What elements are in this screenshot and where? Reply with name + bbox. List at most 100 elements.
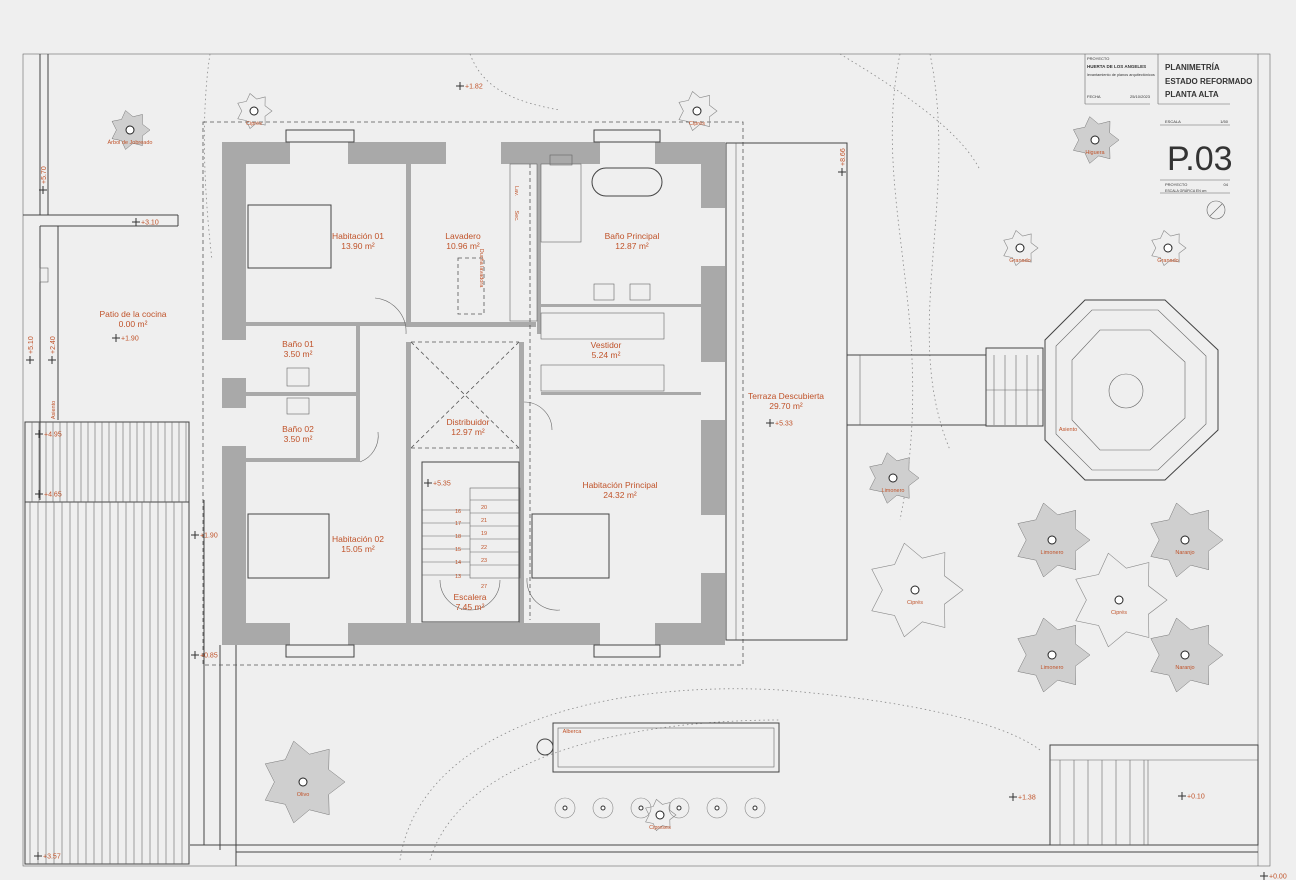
room-habitacion-02-area: 15.05 m² [341, 544, 375, 554]
level-marker: +5.35 [424, 479, 451, 488]
level-marker: +0.10 [1178, 792, 1205, 801]
label-alberca: Alberca [563, 729, 583, 735]
tree-name: Higuera [1085, 150, 1105, 156]
level-value: +1.90 [200, 533, 218, 540]
interior-walls [246, 164, 701, 624]
tree-name: Naranjo [1175, 550, 1194, 556]
tree: Higuera [1073, 116, 1120, 164]
stair-step-left-4: 15 [455, 547, 461, 553]
level-value: +5.70 [41, 166, 48, 184]
level-marker: +1.90 [112, 334, 139, 343]
stair-step-left-2: 17 [455, 521, 461, 527]
tb-scale: 1/50 [1220, 119, 1229, 124]
tree: Naranjo [1150, 502, 1224, 578]
room-patio-cocina-name: Patio de la cocina [99, 309, 166, 319]
room-habitacion-principal-area: 24.32 m² [603, 490, 637, 500]
tree: Limonero [869, 452, 920, 504]
tb-date: 25/10/2023 [1130, 94, 1151, 99]
room-bano-principal-name: Baño Principal [605, 231, 660, 241]
pool [552, 722, 780, 773]
tree-name: Granado [1009, 258, 1030, 264]
tree-name: Limonero [1041, 665, 1064, 671]
tb-date-label: FECHA [1087, 94, 1101, 99]
room-vestidor-name: Vestidor [591, 340, 622, 350]
tree: Granado [1151, 230, 1187, 266]
level-value: +2.40 [50, 336, 57, 354]
level-value: +4.95 [44, 432, 62, 439]
label-lav: Lav. [513, 186, 519, 196]
tree: Limonero [1017, 617, 1091, 693]
level-value: +5.33 [775, 421, 793, 428]
stair-step-right-3: 19 [481, 531, 487, 537]
level-marker: +1.82 [456, 82, 483, 91]
stair-step-right-1: 20 [481, 505, 487, 511]
level-value: +0.85 [200, 653, 218, 660]
room-bano-01-area: 3.50 m² [284, 349, 313, 359]
tb-heading-2: ESTADO REFORMADO [1165, 77, 1252, 86]
tb-scale-label: ESCALA [1165, 119, 1181, 124]
bed-habitacion-02 [247, 513, 330, 579]
room-bano-02-area: 3.50 m² [284, 434, 313, 444]
tree: Limonero [1017, 502, 1091, 578]
room-habitacion-01-area: 13.90 m² [341, 241, 375, 251]
room-lavadero-name: Lavadero [445, 231, 481, 241]
room-bano-principal-area: 12.87 m² [615, 241, 649, 251]
tree-name: Limonero [1041, 550, 1064, 556]
doors [359, 297, 561, 611]
bed-habitacion-principal [531, 513, 610, 579]
level-value: +0.00 [1269, 874, 1287, 880]
tb-note: ESCALA GRÁFICA EN cm [1165, 189, 1207, 193]
south-east-steps [1049, 744, 1259, 846]
roof-outline [202, 121, 744, 666]
sheet-frame [22, 53, 1271, 867]
room-terraza-area: 29.70 m² [769, 401, 803, 411]
tb-project-name: HUERTA DE LOS ANGELES [1087, 64, 1146, 69]
tree: Ciprés [678, 91, 718, 131]
level-value: +3.10 [141, 220, 159, 227]
level-marker: +1.38 [1009, 793, 1036, 802]
tree-name: Cipreses [649, 825, 671, 831]
room-lavadero-area: 10.96 m² [446, 241, 480, 251]
room-habitacion-01-name: Habitación 01 [332, 231, 384, 241]
room-terraza-name: Terraza Descubierta [748, 391, 824, 401]
level-value: +0.10 [1187, 794, 1205, 801]
sheet-number: P.03 [1167, 140, 1233, 178]
tb-subtitle: levantamiento de planos arquitectónicos [1087, 73, 1155, 77]
level-marker: +2.40 [48, 336, 57, 364]
tree-name: Granado [1157, 258, 1178, 264]
room-vestidor-area: 5.24 m² [592, 350, 621, 360]
level-marker: +8.66 [838, 148, 847, 176]
level-marker: +5.33 [766, 419, 793, 428]
room-habitacion-02-name: Habitación 02 [332, 534, 384, 544]
level-marker: +3.10 [132, 218, 159, 227]
stair-step-left-5: 14 [455, 560, 461, 566]
tb-heading-3: PLANTA ALTA [1165, 90, 1219, 99]
level-value: +4.65 [44, 492, 62, 499]
level-value: +1.38 [1018, 795, 1036, 802]
level-value: +1.90 [121, 336, 139, 343]
tree: Ciprés [871, 542, 964, 638]
label-asiento-gazebo: Asiento [1059, 427, 1077, 433]
tree-name: Ciprés [246, 121, 262, 127]
tree-name: Ciprés [907, 600, 923, 606]
tree: Cipreses [645, 798, 677, 832]
stair [421, 461, 521, 623]
room-distribuidor-area: 12.97 m² [451, 427, 485, 437]
level-marker: +5.10 [26, 336, 35, 364]
stair-step-right-6: 27 [481, 584, 487, 590]
bed-habitacion-01 [247, 204, 332, 269]
stair-step-left-6: 13 [455, 574, 461, 580]
tb-code-label: PROYECTO [1165, 182, 1187, 187]
west-boundary [23, 54, 179, 500]
tree-name: Ciprés [1111, 610, 1127, 616]
west-pergola [24, 421, 190, 865]
tb-code: 04 [1224, 182, 1229, 187]
room-distribuidor-name: Distribuidor [447, 417, 490, 427]
tree-name: Limonero [882, 488, 905, 494]
stair-step-left-1: 16 [455, 509, 461, 515]
stair-step-right-2: 21 [481, 518, 487, 524]
title-block [1084, 54, 1230, 220]
tree: Ciprés [1075, 552, 1168, 648]
